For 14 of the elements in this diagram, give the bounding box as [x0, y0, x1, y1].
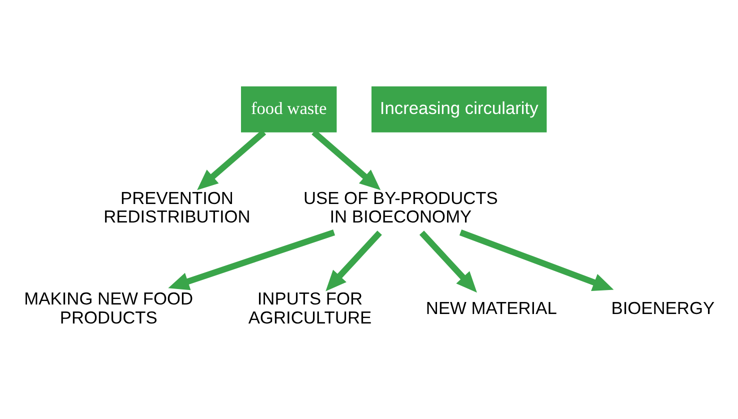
arrow: [459, 229, 614, 290]
node-text: MAKING NEW FOOD PRODUCTS: [24, 288, 194, 327]
node-box: food waste: [241, 86, 337, 132]
arrow: [419, 230, 477, 292]
node-text: INPUTS FOR AGRICULTURE: [248, 288, 372, 327]
node-text: BIOENERGY: [611, 298, 715, 318]
arrow: [312, 129, 381, 190]
arrow: [168, 228, 336, 290]
arrow: [197, 129, 266, 190]
arrow: [326, 230, 382, 291]
node-text: USE OF BY-PRODUCTS IN BIOECONOMY: [304, 188, 498, 226]
node-text: PREVENTION REDISTRIBUTION: [104, 188, 250, 226]
label: Increasing circularity: [380, 97, 538, 118]
node-text: NEW MATERIAL: [426, 298, 557, 318]
